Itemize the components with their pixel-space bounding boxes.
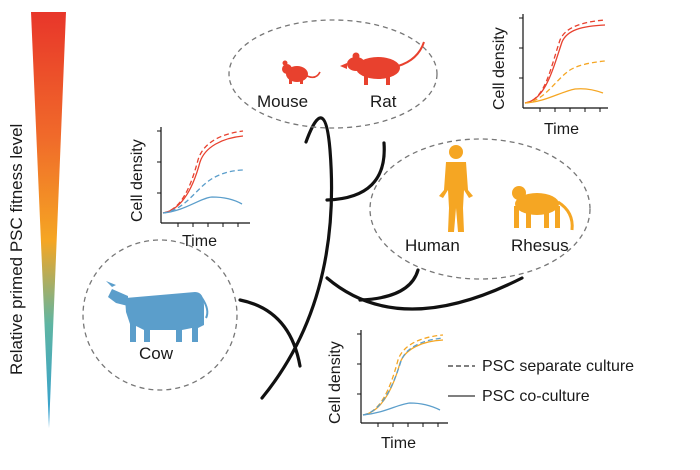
tree-branch-rodents: [325, 141, 386, 202]
plot-primates-x-label: Time: [182, 233, 217, 250]
plot-cow-y-label: Cell density: [327, 341, 344, 424]
rhesus-label: Rhesus: [511, 236, 569, 255]
plot-rodents-orange-separate: [524, 60, 606, 104]
plot-cow-x-label: Time: [381, 435, 416, 452]
plot-primates-red-coculture: [162, 135, 244, 214]
tree-branch-human: [358, 268, 420, 302]
monkey-icon: [512, 186, 574, 231]
plot-primates-red-separate: [162, 130, 244, 214]
tree-branch-cow: [238, 298, 302, 368]
plot-cow-blue-coculture: [362, 402, 441, 416]
rat-label: Rat: [370, 92, 397, 111]
legend-coculture-label: PSC co-culture: [482, 388, 590, 405]
plot-primates-blue-separate: [162, 169, 246, 214]
plot-primates-blue-coculture: [162, 196, 243, 214]
cow-icon: [106, 281, 209, 342]
human-icon: [439, 145, 473, 232]
fitness-gradient-label: Relative primed PSC fitness level: [7, 124, 26, 375]
tree-branch-primates: [325, 276, 524, 311]
plot-rodents-orange-coculture: [524, 88, 604, 104]
plot-rodents-x-label: Time: [544, 121, 579, 138]
rodents-group-circle: [228, 19, 438, 129]
mouse-label: Mouse: [257, 92, 308, 111]
rat-icon: [340, 41, 425, 85]
plot-rodents-red-coculture: [524, 24, 606, 104]
legend-separate-label: PSC separate culture: [482, 358, 634, 375]
primates-group-circle: [369, 138, 591, 280]
fitness-gradient-wedge: [31, 12, 66, 428]
plot-rodents: Cell density Time: [491, 14, 608, 138]
legend: PSC separate culture PSC co-culture: [448, 358, 634, 405]
plot-cow-blue-separate: [362, 337, 444, 416]
phylogenetic-tree: [238, 116, 524, 400]
cow-group-circle: [82, 239, 238, 391]
plot-cow: Cell density Time: [327, 330, 448, 452]
plot-rodents-y-label: Cell density: [491, 27, 508, 110]
human-label: Human: [405, 236, 460, 255]
cow-label: Cow: [139, 344, 174, 363]
plot-cow-orange-separate: [362, 334, 444, 416]
plot-rodents-red-separate: [524, 19, 606, 104]
plot-primates-y-label: Cell density: [129, 139, 146, 222]
mouse-icon: [282, 60, 321, 84]
plot-primates: Cell density Time: [129, 127, 250, 250]
